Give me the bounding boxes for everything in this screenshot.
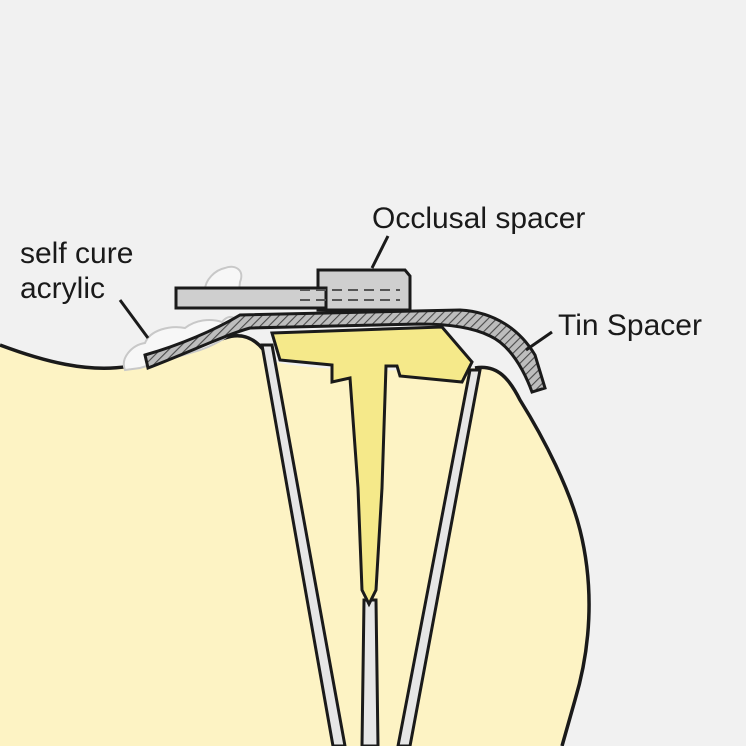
tin-spacer-strip [143,308,547,394]
tooth-outline-right [474,365,591,746]
root-canal-center [360,598,380,746]
root-canal-left [260,343,347,746]
occlusal-spacer-bar [174,286,328,310]
tin-spacer-leader [525,330,553,352]
tooth-body [0,335,590,746]
pulp-filling [270,325,474,608]
label-occlusal-spacer: Occlusal spacer [372,202,585,235]
occlusal-spacer-leader [370,235,390,269]
self-cure-acrylic-leader [118,299,150,339]
label-tin-spacer: Tin Spacer [558,309,702,342]
label-self-cure-line2: acrylic [20,272,105,305]
root-canal-right [396,368,482,746]
label-self-cure-line1: self cure [20,237,133,270]
